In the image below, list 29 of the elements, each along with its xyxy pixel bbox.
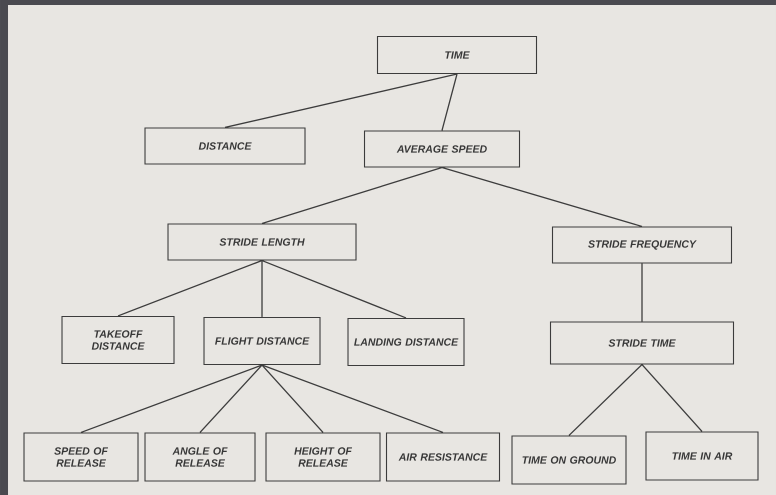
connector-line [262, 364, 324, 433]
label-box: TIME [376, 36, 538, 74]
label-box: AVERAGE SPEED [364, 130, 520, 168]
label-box: FLIGHT DISTANCE [203, 316, 321, 366]
connector-line [118, 260, 262, 317]
label-box: STRIDE FREQUENCY [552, 226, 732, 264]
label-box: AIR RESISTANCE [386, 432, 500, 482]
label-box: TAKEOFF DISTANCE [61, 316, 175, 364]
connector-line [568, 364, 642, 436]
connector-line [80, 364, 262, 434]
label-box: HEIGHT OF RELEASE [265, 432, 381, 482]
connector-line [262, 166, 442, 224]
label-box: STRIDE TIME [550, 321, 734, 365]
label-box: TIME IN AIR [645, 431, 759, 481]
connector-line [224, 73, 458, 128]
label-box: DISTANCE [144, 127, 306, 165]
label-box: SPEED OF RELEASE [23, 432, 139, 482]
connector-line [262, 364, 444, 434]
label-box: ANGLE OF RELEASE [144, 432, 256, 482]
connector-line [262, 260, 406, 319]
connector-line [441, 74, 458, 131]
connector-line [261, 260, 263, 317]
connector-line [641, 264, 643, 322]
label-box: STRIDE LENGTH [167, 223, 357, 261]
label-box: TIME ON GROUND [511, 435, 627, 485]
connector-line [642, 364, 702, 432]
connector-line [200, 364, 262, 433]
label-box: LANDING DISTANCE [347, 318, 465, 366]
connector-line [442, 166, 642, 228]
